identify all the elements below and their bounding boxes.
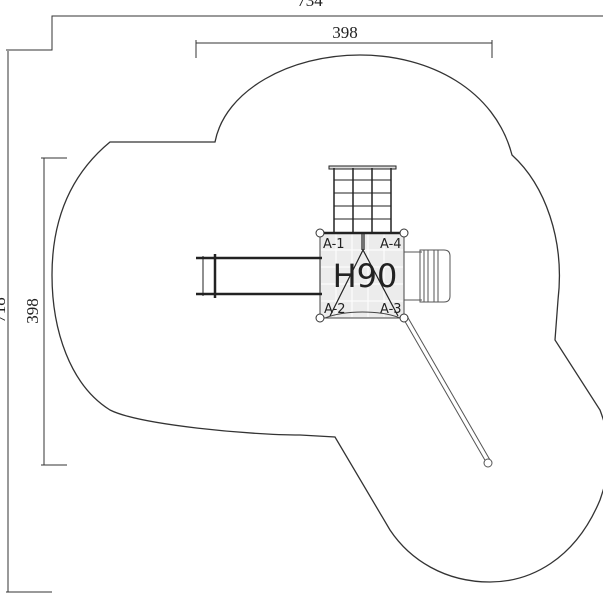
rope-ladder <box>402 315 493 468</box>
climbing-net <box>328 165 397 233</box>
platform <box>319 231 405 319</box>
overall-width-label: 734 <box>297 0 323 10</box>
ladder <box>404 249 451 303</box>
equipment-width-dimension <box>195 40 493 58</box>
anchor-label-a3: A-3 <box>380 302 402 317</box>
overall-width-dimension <box>6 15 603 51</box>
overall-height-label: 718 <box>0 297 9 323</box>
equipment-height-dimension <box>41 157 67 466</box>
safety-zone-outline <box>51 54 603 583</box>
anchor-label-a2: A-2 <box>324 302 346 317</box>
equipment-height-label: 398 <box>23 298 42 324</box>
overall-height-dimension <box>6 51 52 593</box>
slide <box>196 254 322 298</box>
anchor-label-a4: A-4 <box>380 237 402 252</box>
model-label: H90 <box>333 257 398 295</box>
anchor-label-a1: A-1 <box>323 237 345 252</box>
equipment-width-label: 398 <box>332 23 358 42</box>
anchor-points <box>315 228 409 323</box>
